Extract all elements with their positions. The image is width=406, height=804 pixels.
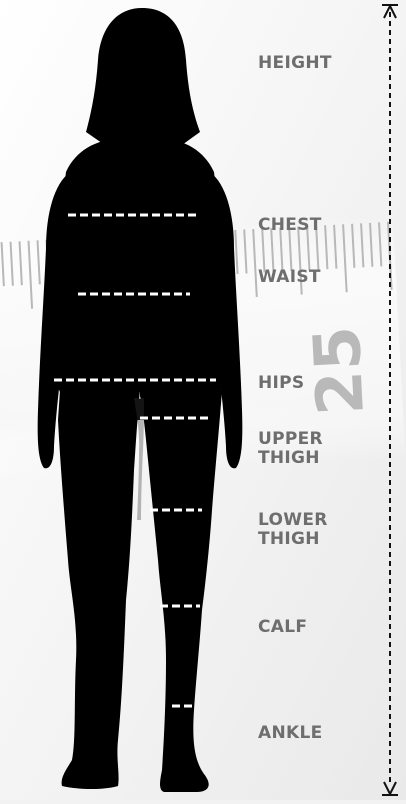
label-waist: WAIST xyxy=(258,268,321,287)
label-ankle: ANKLE xyxy=(258,724,323,743)
label-calf: CALF xyxy=(258,618,307,637)
label-hips: HIPS xyxy=(258,374,304,393)
label-chest: CHEST xyxy=(258,216,322,235)
label-lower-thigh: LOWER THIGH xyxy=(258,511,328,549)
label-height: HEIGHT xyxy=(258,54,332,73)
label-upper-thigh: UPPER THIGH xyxy=(258,430,323,468)
tape-number: 25 xyxy=(300,324,379,417)
